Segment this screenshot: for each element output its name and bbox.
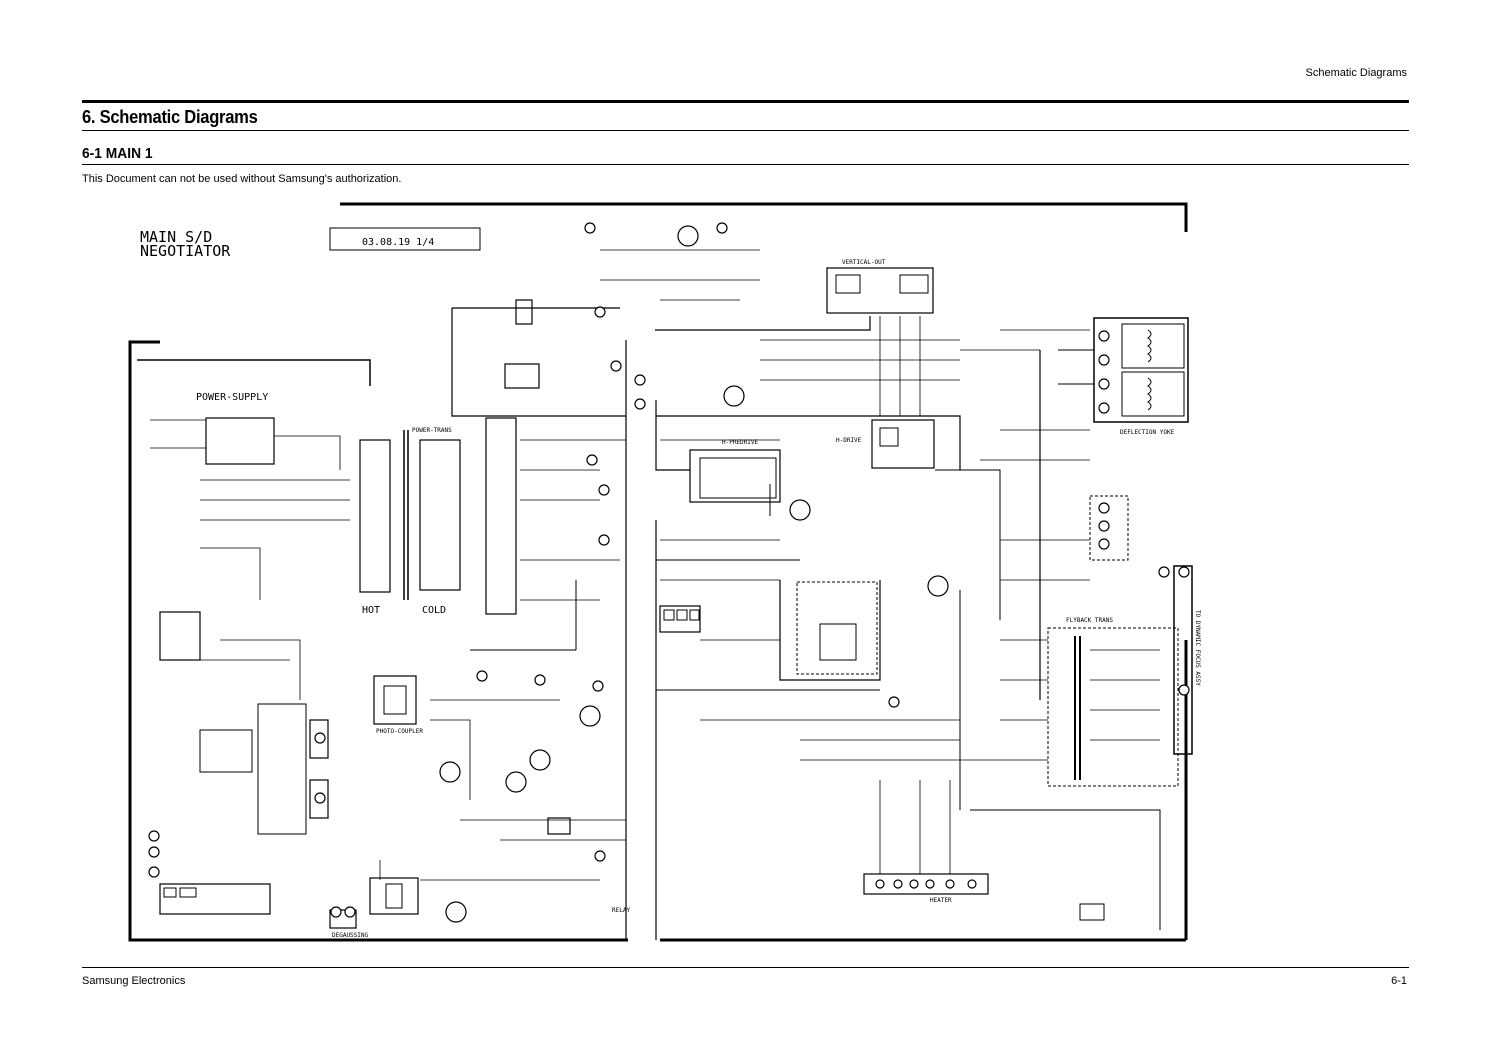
date-box-text: 03.08.19 1/4 (362, 237, 434, 248)
dynamic-focus-label: TO DYNAMIC FOCUS ASSY (1194, 610, 1201, 686)
authorization-notice: This Document can not be used without Sa… (82, 173, 402, 185)
footer-page-number: 6-1 (1391, 975, 1407, 987)
relay-label: RELAY (612, 907, 630, 914)
photo-coupler-label: PHOTO-COUPLER (376, 728, 423, 735)
power-supply-label: POWER-SUPPLY (196, 392, 268, 403)
h-predrive-label: H-PREDRIVE (722, 439, 759, 446)
degaussing-label: DEGAUSSING (332, 932, 369, 939)
chapter-title: 6. Schematic Diagrams (82, 107, 258, 127)
vertical-out-label: VERTICAL-OUT (842, 259, 886, 266)
hot-label: HOT (362, 605, 380, 616)
flyback-trans-label: FLYBACK TRANS (1066, 617, 1113, 624)
board-name-line2: NEGOTIATOR (140, 242, 231, 260)
footer-company: Samsung Electronics (82, 975, 186, 987)
deflection-yoke-label: DEFLECTION YOKE (1120, 429, 1175, 436)
section-title: 6-1 MAIN 1 (82, 145, 153, 162)
power-trans-label: POWER-TRANS (412, 427, 452, 434)
header-rule-top (82, 100, 1409, 103)
header-rule-mid (82, 130, 1409, 131)
heater-label: HEATER (930, 897, 952, 904)
footer-rule (82, 967, 1409, 968)
board-name-line1: MAIN S/D (140, 228, 212, 246)
running-header: Schematic Diagrams (1305, 67, 1407, 79)
h-drive-label: H-DRIVE (836, 437, 862, 444)
cold-label: COLD (422, 605, 446, 616)
header-rule-bottom (82, 164, 1409, 165)
